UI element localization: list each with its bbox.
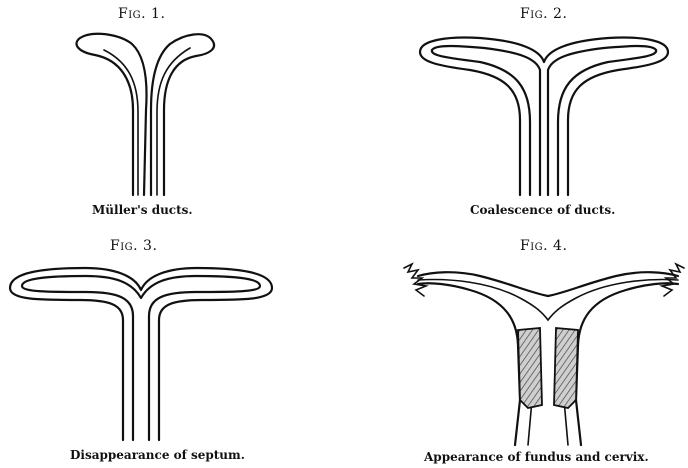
uterus-outline xyxy=(418,272,678,445)
cervix-right-wall xyxy=(554,328,578,408)
figure-4-caption: Appearance of fundus and cervix. xyxy=(424,450,649,464)
fused-ducts-outer xyxy=(420,38,668,195)
uterus-outer-outline xyxy=(10,268,272,440)
figure-1-caption: Müller's ducts. xyxy=(92,203,193,217)
figure-2-caption: Coalescence of ducts. xyxy=(470,203,615,217)
figure-2-title: Fig. 2. xyxy=(520,6,567,22)
figure-3-drawing xyxy=(10,268,272,440)
left-mullerian-duct xyxy=(76,34,146,195)
figure-1-title: Fig. 1. xyxy=(118,6,165,22)
figure-3-title: Fig. 3. xyxy=(110,238,157,254)
cervix-left-wall xyxy=(518,328,542,408)
figure-4-drawing xyxy=(404,264,684,445)
figure-1-drawing xyxy=(76,34,214,195)
figure-3-caption: Disappearance of septum. xyxy=(70,448,245,462)
right-mullerian-duct xyxy=(151,34,214,195)
figure-2-drawing xyxy=(420,38,668,195)
figure-4-title: Fig. 4. xyxy=(520,238,567,254)
